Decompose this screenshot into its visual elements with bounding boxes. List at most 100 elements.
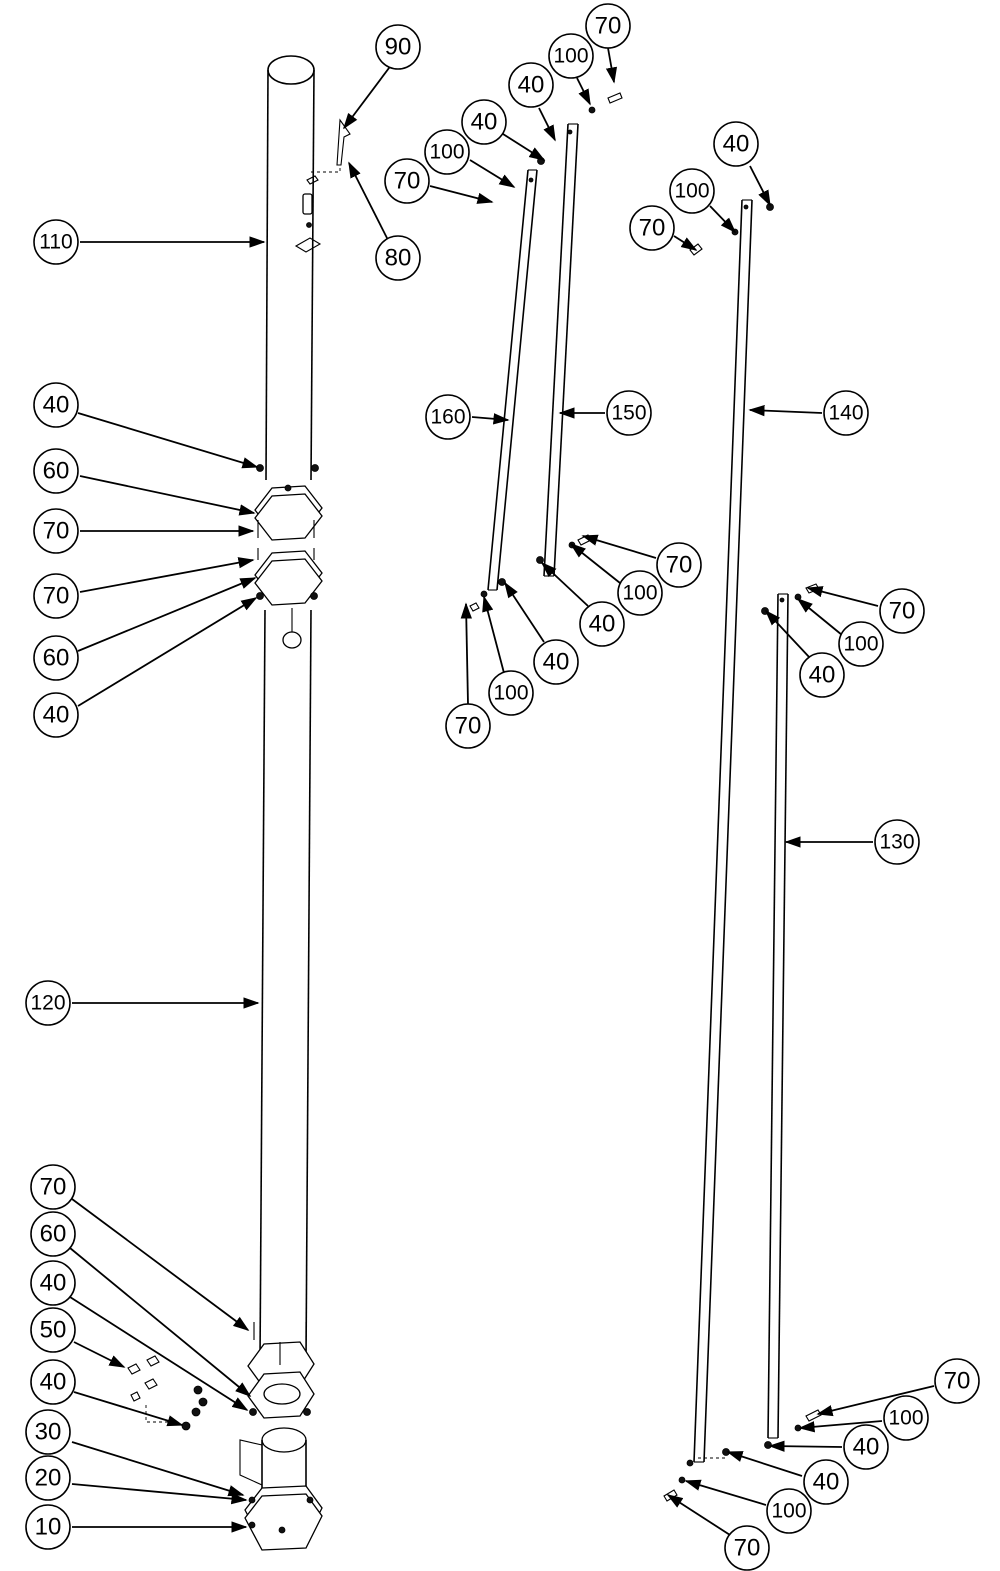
callout-20-c20: 20	[25, 1455, 248, 1505]
callout-number: 100	[553, 45, 588, 68]
callout-number: 120	[30, 992, 65, 1015]
callout-number: 40	[813, 1469, 840, 1496]
callout-bubble	[33, 573, 79, 619]
leader-line	[482, 595, 505, 674]
callout-number: 90	[385, 34, 412, 61]
callout-number: 100	[493, 682, 528, 705]
callout-number: 70	[889, 598, 916, 625]
callout-bubble	[461, 99, 507, 145]
callout-number: 60	[43, 458, 70, 485]
callout-bubble	[548, 33, 594, 79]
callout-number: 70	[394, 168, 421, 195]
callout-number: 70	[455, 713, 482, 740]
leader-line	[684, 1479, 767, 1506]
callout-number: 40	[853, 1434, 880, 1461]
callout-140-c140: 140	[748, 390, 869, 436]
leader-line	[79, 557, 255, 593]
callout-number: 100	[843, 633, 878, 656]
callout-bubble	[883, 1395, 929, 1441]
leader-line	[504, 581, 545, 643]
leader-line	[429, 185, 494, 204]
leader-line	[71, 1198, 250, 1331]
leader-line	[348, 161, 389, 241]
callout-120-c120: 120	[25, 980, 260, 1026]
callout-70-c70r4: 70	[666, 1494, 770, 1571]
callout-bubble	[803, 1459, 849, 1505]
callout-100-c100m: 100	[569, 542, 663, 616]
callout-number: 40	[723, 131, 750, 158]
callout-bubble	[656, 542, 702, 588]
leader-line	[726, 1451, 803, 1477]
leader-line	[77, 412, 259, 469]
callout-40-c40b: 40	[33, 597, 258, 738]
callout-bubble	[585, 3, 631, 49]
callout-70-c70t: 70	[585, 3, 631, 84]
callout-40-c40c: 40	[30, 1260, 249, 1411]
callout-bubble	[33, 692, 79, 738]
callout-number: 70	[734, 1535, 761, 1562]
callout-100-c100r4: 100	[684, 1479, 812, 1534]
callout-number: 40	[518, 72, 545, 99]
callout-number: 20	[35, 1465, 62, 1492]
callout-bubble	[384, 158, 430, 204]
base-flange-set	[127, 1322, 323, 1551]
callout-bubble	[669, 168, 715, 214]
upper-flange-set	[254, 464, 323, 649]
leader-line	[71, 1483, 248, 1505]
callout-bubble	[488, 670, 534, 716]
callout-bubble	[424, 129, 470, 175]
callout-number: 100	[888, 1407, 923, 1430]
leader-line	[816, 1385, 935, 1417]
upper-mast-tube	[265, 55, 351, 481]
callout-10-c10: 10	[25, 1504, 248, 1550]
callout-number: 70	[40, 1174, 67, 1201]
callout-bubble	[33, 508, 79, 554]
callout-number: 80	[385, 245, 412, 272]
callout-150-c150: 150	[558, 390, 652, 436]
callout-number: 60	[40, 1221, 67, 1248]
callout-number: 40	[809, 662, 836, 689]
leader-line	[806, 586, 879, 607]
callout-number: 40	[43, 702, 70, 729]
callout-number: 100	[622, 582, 657, 605]
leader-line	[538, 107, 556, 142]
callout-70-c70c: 70	[30, 1164, 250, 1331]
callout-number: 70	[43, 518, 70, 545]
callout-60-c60c: 60	[30, 1211, 252, 1398]
callout-60-c60b: 60	[33, 577, 257, 681]
leader-line	[343, 63, 393, 130]
callout-80-c80: 80	[348, 161, 421, 281]
leader-line	[576, 77, 591, 106]
callout-bubble	[375, 235, 421, 281]
leader-line	[471, 413, 510, 425]
leader-line	[581, 534, 657, 559]
leader-line	[748, 404, 823, 417]
leader-line	[709, 205, 737, 234]
callout-110-c110: 110	[33, 219, 266, 265]
callout-bubble	[33, 219, 79, 265]
callout-70-c70b: 70	[33, 557, 255, 619]
leader-line	[749, 165, 771, 207]
callout-layer: 9080110406070706040120706040504030201070…	[25, 3, 980, 1571]
callout-number: 40	[40, 1369, 67, 1396]
callout-100-c100t2: 100	[424, 129, 516, 188]
callout-bubble	[843, 1424, 889, 1470]
callout-bubble	[713, 121, 759, 167]
callout-bubble	[33, 448, 79, 494]
leader-line	[796, 597, 843, 636]
callout-number: 140	[828, 402, 863, 425]
callout-number: 150	[611, 402, 646, 425]
callout-bubble	[879, 588, 925, 634]
callout-bubble	[629, 205, 675, 251]
callout-number: 100	[771, 1500, 806, 1523]
leader-line	[469, 159, 516, 188]
leader-line	[502, 133, 546, 161]
lower-mast-tube	[259, 609, 312, 1361]
strut-150	[536, 92, 623, 577]
callout-bubble	[838, 621, 884, 667]
callout-40-c40r: 40	[713, 121, 771, 207]
callout-number: 70	[639, 215, 666, 242]
callout-70-c70r: 70	[629, 205, 698, 251]
callout-bubble	[799, 652, 845, 698]
leader-line	[569, 542, 621, 584]
